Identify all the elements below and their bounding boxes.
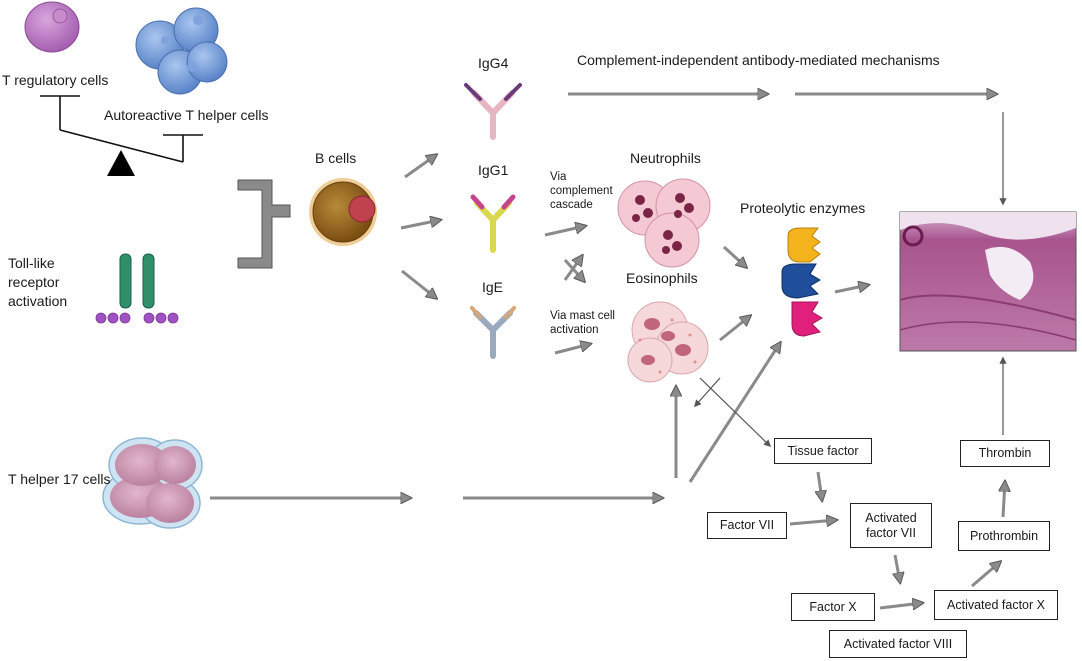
- skin-histology-image: [899, 211, 1077, 352]
- arrow-neutro-enzyme: [722, 245, 746, 267]
- igg1-antibody-icon: [470, 194, 516, 253]
- igg4-label: IgG4: [478, 55, 509, 71]
- autoreactive-t-helper-cells-icon: [135, 7, 228, 95]
- arrow-b-to-igg4: [404, 155, 436, 179]
- th17-label: T helper 17 cells: [8, 471, 111, 487]
- activated-factor-viii-box: Activated factor VIII: [829, 630, 967, 658]
- prothrombin-box: Prothrombin: [958, 521, 1050, 551]
- arrow-enzyme-tissue: [834, 285, 868, 294]
- activated-factor-vii-box: Activated factor VII: [850, 503, 932, 548]
- arrow-eosino-enzyme: [719, 316, 750, 342]
- eosinophils-label: Eosinophils: [626, 270, 698, 286]
- b-cells-label: B cells: [315, 150, 357, 166]
- ige-antibody-icon: [470, 306, 516, 359]
- igg1-label: IgG1: [478, 162, 509, 178]
- via-mast-label: Via mast cell activation: [550, 310, 615, 336]
- inhibition-bracket-icon: [237, 179, 291, 269]
- arrow-b-to-ige: [401, 269, 436, 298]
- arrow-b-to-igg1: [400, 220, 440, 230]
- autoreactive-th-label: Autoreactive T helper cells: [104, 107, 269, 123]
- balance-seesaw-icon: [40, 95, 203, 163]
- toll-like-receptor-icon: [95, 253, 179, 324]
- toll-like-label: Toll-like receptor activation: [8, 255, 68, 309]
- arrow-cross-line: [694, 377, 721, 408]
- arrow-factor-vii: [789, 520, 836, 524]
- neutrophils-label: Neutrophils: [630, 150, 701, 166]
- arrow-eosino-tissue-factor: [699, 377, 772, 448]
- tissue-factor-box: Tissue factor: [774, 438, 872, 464]
- ige-label: IgE: [482, 279, 504, 295]
- t-helper-17-cells-icon: [102, 437, 203, 529]
- t-regulatory-cell-icon: [24, 1, 80, 53]
- via-complement-label: Via complement cascade: [550, 171, 613, 211]
- factor-x-box: Factor X: [791, 593, 875, 621]
- arrow-to-thrombin: [1003, 482, 1005, 518]
- arrow-activated-vii-down: [895, 554, 900, 582]
- arrow-igg1-neutro: [544, 226, 585, 237]
- balance-fulcrum-icon: [107, 150, 135, 176]
- complement-independent-label: Complement-independent antibody-mediated…: [577, 52, 940, 68]
- neutrophils-icon: [617, 178, 711, 268]
- proteolytic-enzymes-icon: [781, 227, 823, 337]
- thrombin-box: Thrombin: [960, 440, 1050, 467]
- igg4-antibody-icon: [464, 83, 522, 140]
- factor-vii-box: Factor VII: [707, 512, 787, 539]
- b-cell-icon: [309, 178, 377, 246]
- t-regulatory-label: T regulatory cells: [2, 72, 109, 88]
- arrows: [210, 94, 1005, 608]
- arrow-factor-x: [879, 603, 922, 608]
- arrow-cross-2: [563, 258, 584, 281]
- thin-arrows: [694, 112, 1007, 448]
- activated-factor-x-box: Activated factor X: [934, 590, 1058, 620]
- eosinophils-icon: [627, 301, 709, 383]
- proteolytic-label: Proteolytic enzymes: [740, 200, 866, 216]
- arrow-to-prothrombin: [971, 562, 1000, 588]
- arrow-ige-eosino: [554, 344, 590, 355]
- arrow-tissue-factor-to-vii: [818, 471, 822, 500]
